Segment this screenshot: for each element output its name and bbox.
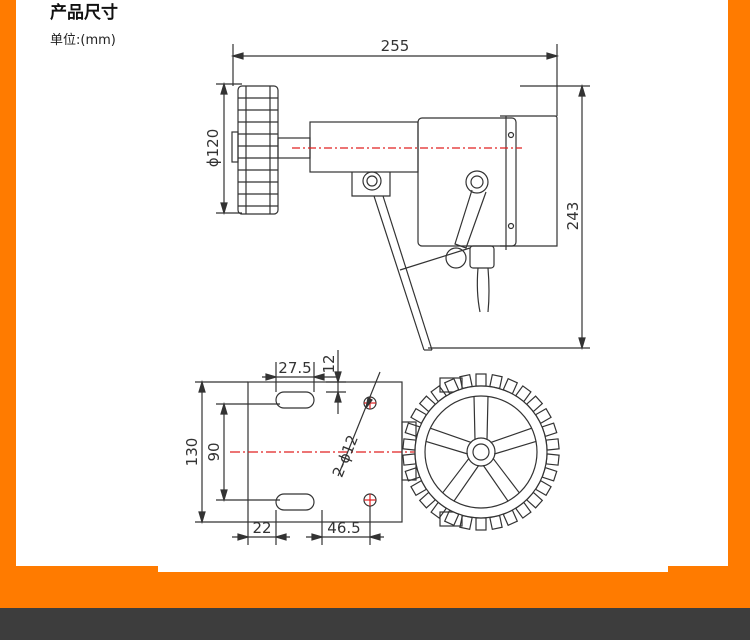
gear-wheel: [402, 373, 560, 531]
unit-label: 单位:(mm): [50, 33, 116, 48]
page-title: 产品尺寸: [50, 3, 118, 23]
crank: [399, 170, 489, 271]
label-hole-offset: 46.5: [327, 519, 360, 537]
label-wheel-diameter: ϕ120: [204, 129, 222, 168]
label-overall-height: 243: [564, 202, 582, 231]
label-slot-width: 27.5: [278, 359, 311, 377]
slot-upper: [275, 391, 315, 409]
overall-width-dimension: [230, 44, 560, 116]
label-left-offset: 22: [252, 519, 271, 537]
arm-housing: [309, 121, 419, 173]
label-overall-width: 255: [381, 37, 410, 55]
cable-gland: [445, 245, 495, 313]
top-view: [195, 350, 560, 545]
label-hole-spec: 2-ϕ12: [329, 432, 362, 479]
top-height-dimension: [195, 379, 248, 525]
pivot-bracket: [351, 171, 391, 197]
bottom-dimensions: [232, 506, 384, 545]
slot-width-dimension: [262, 362, 340, 392]
side-housing: [401, 421, 417, 481]
content-panel: [16, 0, 728, 566]
label-slot-offset: 12: [320, 354, 338, 373]
side-view: [216, 44, 590, 351]
wheel-side: [231, 85, 279, 215]
footer-bar: [0, 608, 750, 640]
slot-offset-dimension: [326, 350, 346, 414]
hole-leader: [337, 371, 381, 477]
slot-lower: [275, 493, 315, 511]
lever-arm: [373, 195, 433, 351]
panel-tab: [158, 566, 668, 572]
overall-height-dimension: [428, 83, 590, 351]
label-hole-spacing: 90: [205, 442, 223, 461]
hole-spacing-dimension: [216, 401, 280, 503]
wheel-diameter-dimension: [216, 81, 242, 216]
label-top-height: 130: [183, 438, 201, 467]
